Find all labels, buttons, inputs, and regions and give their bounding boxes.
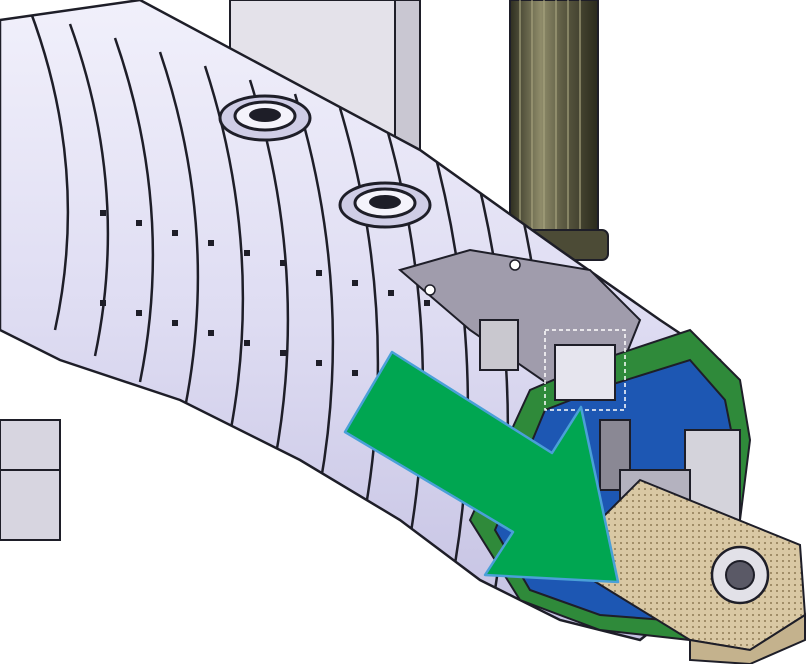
shell-segment-ring xyxy=(428,135,470,565)
shell-bolt-hole xyxy=(316,270,322,276)
shell-bolt-hole xyxy=(244,250,250,256)
shell-bolt-hole xyxy=(280,350,286,356)
shell-segment-ring xyxy=(28,9,70,331)
shell-segment-ring xyxy=(383,121,425,539)
shell-bolt-hole xyxy=(136,220,142,226)
port-fitting-lower xyxy=(338,181,432,229)
shell-bolt-hole xyxy=(208,240,214,246)
shell-bolt-hole xyxy=(172,230,178,236)
shell-bolt-hole xyxy=(100,300,106,306)
shell-segment-ring xyxy=(68,23,110,357)
port-fitting-upper xyxy=(218,94,312,142)
shell-segment-ring xyxy=(293,93,335,487)
shell-bolt-hole xyxy=(172,320,178,326)
shell-bolt-hole xyxy=(100,210,106,216)
shell-bolt-hole xyxy=(316,360,322,366)
arrow-down-right-icon xyxy=(343,350,620,584)
shell-bolt-hole xyxy=(136,310,142,316)
shell-bolt-hole xyxy=(244,340,250,346)
shell-segment-ring xyxy=(338,107,380,513)
shell-segment-ring xyxy=(113,37,155,383)
shell-bolt-hole xyxy=(352,280,358,286)
shell-bolt-hole xyxy=(352,370,358,376)
shell-bolt-hole xyxy=(280,260,286,266)
shell-segment-ring xyxy=(158,51,200,409)
shell-bolt-hole xyxy=(424,300,430,306)
shell-bolt-hole xyxy=(208,330,214,336)
shell-bolt-hole xyxy=(388,290,394,296)
perforated-tray xyxy=(558,478,807,664)
